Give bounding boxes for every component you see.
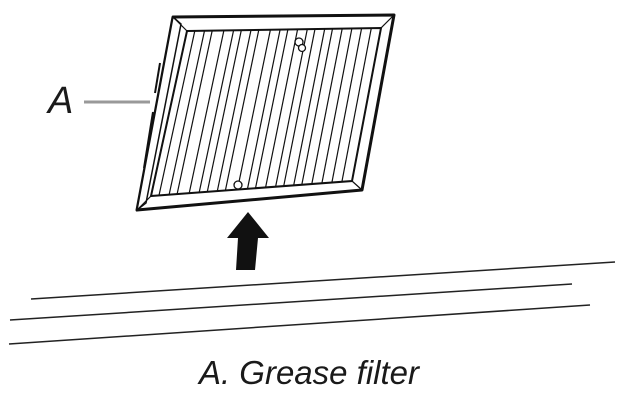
filter-slat bbox=[321, 28, 353, 184]
filter-slat bbox=[206, 30, 242, 192]
filter-slat bbox=[331, 28, 363, 183]
figure-caption: A. Grease filter bbox=[198, 354, 420, 391]
filter-slat bbox=[301, 28, 334, 185]
filter-slat bbox=[341, 27, 372, 182]
filter-slat bbox=[254, 29, 289, 189]
filter-slat bbox=[158, 30, 196, 196]
filter-mounting-hole bbox=[297, 43, 307, 53]
surface-line bbox=[8, 304, 591, 345]
frame-bevel bbox=[351, 180, 363, 191]
surface-line bbox=[30, 261, 616, 300]
frame-bevel bbox=[136, 195, 152, 211]
filter-mounting-hole bbox=[233, 180, 243, 190]
filter-slat bbox=[176, 30, 213, 195]
callout-bracket bbox=[154, 62, 161, 94]
surface-line bbox=[9, 283, 573, 321]
filter-slat bbox=[224, 29, 260, 191]
callout-letter-a: A bbox=[48, 80, 74, 122]
filter-slat bbox=[283, 28, 316, 187]
filter-slat bbox=[236, 29, 271, 190]
filter-slat bbox=[168, 30, 206, 195]
filter-slat bbox=[216, 29, 252, 192]
filter-slat bbox=[265, 29, 299, 188]
callout-bracket bbox=[143, 111, 154, 169]
filter-slat bbox=[275, 28, 308, 187]
filter-slat bbox=[293, 28, 326, 186]
insert-direction-arrow bbox=[227, 212, 269, 270]
filter-slat bbox=[198, 30, 235, 193]
frame-bevel bbox=[172, 16, 188, 32]
filter-slat bbox=[311, 28, 343, 185]
filter-slats bbox=[158, 27, 372, 196]
filter-slat bbox=[246, 29, 281, 189]
frame-bevel bbox=[380, 14, 395, 29]
filter-slat bbox=[188, 30, 225, 194]
